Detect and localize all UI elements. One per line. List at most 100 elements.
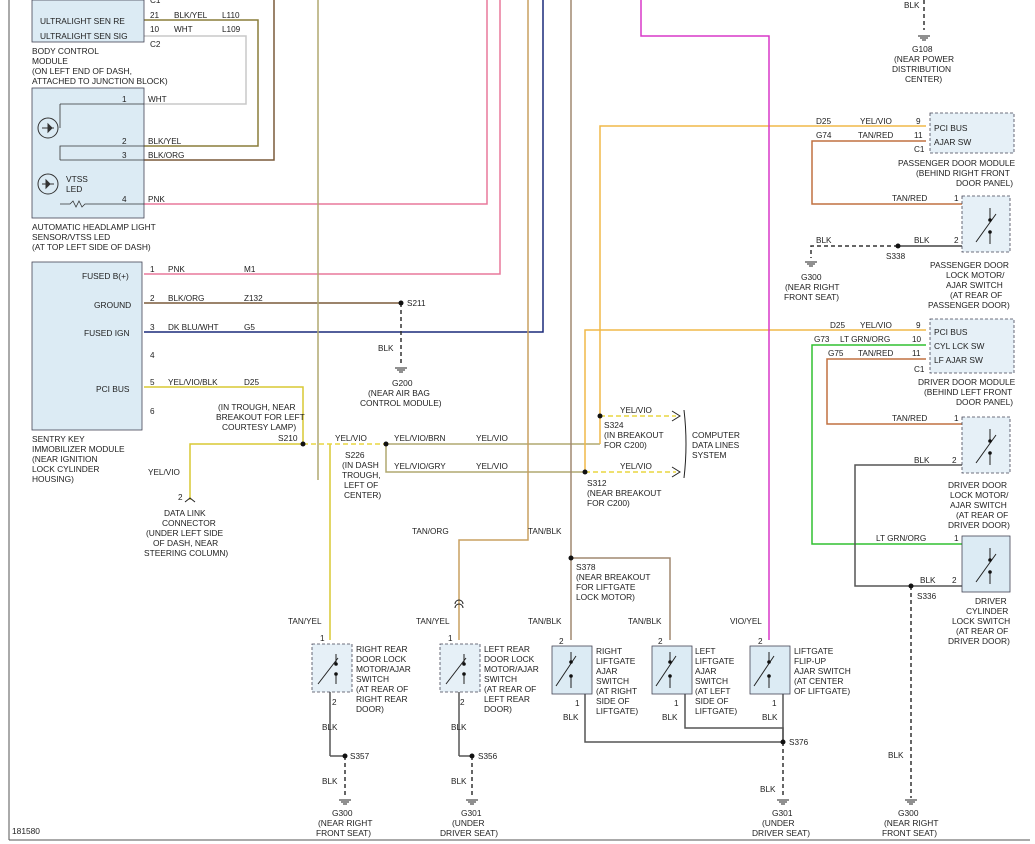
svg-text:GROUND: GROUND bbox=[94, 300, 131, 310]
svg-text:ATTACHED TO JUNCTION BLOCK): ATTACHED TO JUNCTION BLOCK) bbox=[32, 76, 168, 86]
splice-s226: YEL/VIO YEL/VIO/BRN YEL/VIO YEL/VIO/GRY … bbox=[335, 434, 508, 500]
svg-text:OF DASH, NEAR: OF DASH, NEAR bbox=[153, 538, 218, 548]
svg-text:SENTRY KEY: SENTRY KEY bbox=[32, 434, 85, 444]
svg-text:IMMOBILIZER MODULE: IMMOBILIZER MODULE bbox=[32, 444, 125, 454]
sentry-key-immobilizer-module: FUSED B(+) GROUND FUSED IGN PCI BUS 1 2 … bbox=[31, 261, 263, 484]
svg-text:YEL/VIO: YEL/VIO bbox=[860, 117, 892, 126]
svg-text:4: 4 bbox=[122, 195, 127, 204]
svg-text:LED: LED bbox=[66, 184, 82, 194]
svg-text:WHT: WHT bbox=[174, 25, 193, 34]
svg-text:DRIVER DOOR): DRIVER DOOR) bbox=[948, 520, 1010, 530]
svg-text:1: 1 bbox=[150, 265, 155, 274]
svg-text:LF AJAR SW: LF AJAR SW bbox=[934, 355, 983, 365]
svg-text:CENTER): CENTER) bbox=[344, 490, 381, 500]
wires bbox=[144, 0, 962, 798]
svg-text:6: 6 bbox=[150, 407, 155, 416]
splice-s312: YEL/VIO S312 (NEAR BREAKOUT FOR C200) bbox=[582, 462, 681, 508]
svg-text:(AT REAR OF: (AT REAR OF bbox=[956, 510, 1008, 520]
svg-text:YEL/VIO/BRN: YEL/VIO/BRN bbox=[394, 434, 446, 443]
svg-text:G73: G73 bbox=[814, 335, 830, 344]
svg-text:SWITCH: SWITCH bbox=[695, 676, 728, 686]
svg-text:SWITCH: SWITCH bbox=[484, 674, 517, 684]
svg-text:WHT: WHT bbox=[148, 95, 167, 104]
liftgate-flip-up-ajar-switch: VIO/YEL 2 1 BLK LIFTGATE FLIP-UP AJAR SW… bbox=[730, 617, 851, 722]
svg-text:(AT LEFT: (AT LEFT bbox=[695, 686, 731, 696]
svg-text:S357: S357 bbox=[350, 752, 370, 761]
svg-text:DRIVER DOOR): DRIVER DOOR) bbox=[948, 636, 1010, 646]
svg-text:(AT CENTER: (AT CENTER bbox=[794, 676, 843, 686]
svg-text:YEL/VIO: YEL/VIO bbox=[148, 468, 180, 477]
svg-text:BLK/YEL: BLK/YEL bbox=[174, 11, 208, 20]
svg-text:TAN/BLK: TAN/BLK bbox=[528, 527, 562, 536]
svg-text:DOOR): DOOR) bbox=[356, 704, 384, 714]
svg-text:DOOR): DOOR) bbox=[484, 704, 512, 714]
svg-text:COMPUTER: COMPUTER bbox=[692, 430, 740, 440]
svg-text:RIGHT: RIGHT bbox=[596, 646, 622, 656]
svg-text:PNK: PNK bbox=[148, 195, 165, 204]
svg-text:(AT REAR OF: (AT REAR OF bbox=[956, 626, 1008, 636]
svg-text:FRONT SEAT): FRONT SEAT) bbox=[316, 828, 371, 838]
svg-text:CONNECTOR: CONNECTOR bbox=[162, 518, 216, 528]
svg-text:FUSED B(+): FUSED B(+) bbox=[82, 271, 129, 281]
svg-text:LIFTGATE: LIFTGATE bbox=[596, 656, 636, 666]
svg-text:2: 2 bbox=[332, 698, 337, 707]
svg-text:BLK: BLK bbox=[914, 456, 930, 465]
svg-text:YEL/VIO: YEL/VIO bbox=[476, 434, 508, 443]
driver-cylinder-lock-switch: LT GRN/ORG 1 BLK 2 S336 DRIVER CYLINDER … bbox=[876, 534, 1011, 838]
svg-text:(IN BREAKOUT: (IN BREAKOUT bbox=[604, 430, 664, 440]
svg-text:3: 3 bbox=[122, 151, 127, 160]
svg-text:CYLINDER: CYLINDER bbox=[966, 606, 1008, 616]
right-liftgate-ajar-switch: TAN/BLK 2 1 BLK RIGHT LIFTGATE AJAR SWIT… bbox=[528, 617, 638, 722]
svg-text:TAN/ORG: TAN/ORG bbox=[412, 527, 449, 536]
svg-text:(AT REAR OF: (AT REAR OF bbox=[950, 290, 1002, 300]
svg-text:RIGHT REAR: RIGHT REAR bbox=[356, 644, 408, 654]
svg-text:M1: M1 bbox=[244, 265, 256, 274]
svg-text:AUTOMATIC HEADLAMP LIGHT: AUTOMATIC HEADLAMP LIGHT bbox=[32, 222, 156, 232]
svg-text:PNK: PNK bbox=[168, 265, 185, 274]
svg-text:S378: S378 bbox=[576, 562, 596, 572]
svg-text:LEFT REAR: LEFT REAR bbox=[484, 694, 530, 704]
svg-text:DRIVER SEAT): DRIVER SEAT) bbox=[440, 828, 498, 838]
svg-text:LEFT REAR: LEFT REAR bbox=[484, 644, 530, 654]
svg-text:LOCK MOTOR/: LOCK MOTOR/ bbox=[946, 270, 1005, 280]
svg-text:VIO/YEL: VIO/YEL bbox=[730, 617, 762, 626]
svg-text:4: 4 bbox=[150, 351, 155, 360]
computer-data-lines-label: COMPUTER DATA LINES SYSTEM bbox=[683, 409, 740, 479]
svg-text:DRIVER: DRIVER bbox=[975, 596, 1007, 606]
data-link-connector: YEL/VIO 2 DATA LINK CONNECTOR (UNDER LEF… bbox=[144, 468, 228, 558]
svg-text:(NEAR BREAKOUT: (NEAR BREAKOUT bbox=[587, 488, 661, 498]
svg-text:AJAR SWITCH: AJAR SWITCH bbox=[794, 666, 851, 676]
svg-text:BLK: BLK bbox=[904, 1, 920, 10]
svg-text:FUSED IGN: FUSED IGN bbox=[84, 328, 130, 338]
svg-text:DATA LINES: DATA LINES bbox=[692, 440, 740, 450]
svg-text:1: 1 bbox=[122, 95, 127, 104]
svg-text:CYL LCK SW: CYL LCK SW bbox=[934, 341, 985, 351]
ground-g108: BLK G108 (NEAR POWER DISTRIBUTION CENTER… bbox=[892, 1, 954, 84]
svg-text:G300: G300 bbox=[898, 808, 919, 818]
svg-text:(NEAR POWER: (NEAR POWER bbox=[894, 54, 954, 64]
svg-text:11: 11 bbox=[914, 131, 923, 140]
svg-text:SYSTEM: SYSTEM bbox=[692, 450, 726, 460]
svg-text:(AT REAR OF: (AT REAR OF bbox=[484, 684, 536, 694]
svg-text:BLK: BLK bbox=[451, 777, 467, 786]
svg-text:(AT TOP LEFT SIDE OF DASH): (AT TOP LEFT SIDE OF DASH) bbox=[32, 242, 151, 252]
svg-text:DRIVER DOOR MODULE: DRIVER DOOR MODULE bbox=[918, 377, 1016, 387]
svg-text:1: 1 bbox=[954, 414, 959, 423]
svg-text:OF LIFTGATE): OF LIFTGATE) bbox=[794, 686, 850, 696]
svg-text:(UNDER LEFT SIDE: (UNDER LEFT SIDE bbox=[146, 528, 224, 538]
svg-text:(NEAR IGNITION: (NEAR IGNITION bbox=[32, 454, 98, 464]
svg-text:BLK/YEL: BLK/YEL bbox=[148, 137, 182, 146]
svg-text:2: 2 bbox=[658, 637, 663, 646]
svg-text:G300: G300 bbox=[332, 808, 353, 818]
passenger-door-lock-switch: TAN/RED 1 BLK 2 BLK S338 G300 (NEAR RIGH… bbox=[784, 194, 1011, 310]
svg-text:BLK/ORG: BLK/ORG bbox=[168, 294, 204, 303]
svg-text:PCI BUS: PCI BUS bbox=[96, 384, 130, 394]
svg-text:YEL/VIO: YEL/VIO bbox=[620, 462, 652, 471]
svg-text:(NEAR BREAKOUT: (NEAR BREAKOUT bbox=[576, 572, 650, 582]
svg-text:AJAR SWITCH: AJAR SWITCH bbox=[950, 500, 1007, 510]
svg-text:G74: G74 bbox=[816, 131, 832, 140]
svg-text:9: 9 bbox=[916, 321, 921, 330]
svg-text:2: 2 bbox=[178, 493, 183, 502]
svg-text:L110: L110 bbox=[222, 11, 240, 20]
